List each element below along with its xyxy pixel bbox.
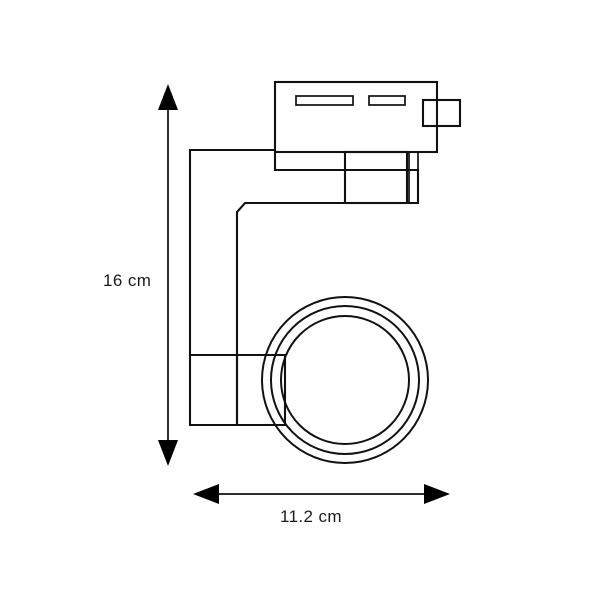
track-contact-slot-1: [295, 95, 354, 106]
lamp-housing-block-right: [235, 353, 287, 427]
lens-head-outer-ring: [261, 296, 429, 464]
lens-head-inner-ring: [280, 315, 410, 445]
width-dimension-label: 11.2 cm: [280, 507, 342, 526]
track-contact-slot-2: [368, 95, 406, 106]
track-adapter-side-tab: [421, 98, 462, 128]
fixture-outline-group: [188, 80, 462, 464]
height-dimension-label: 16 cm: [103, 271, 151, 290]
width-arrow-head-right: [424, 484, 450, 504]
lamp-housing-block-left: [188, 353, 239, 427]
height-arrow-head-bottom: [158, 440, 178, 466]
track-adapter-block: [273, 80, 439, 154]
swivel-joint-end-cap: [408, 151, 419, 204]
width-dimension-group: 11.2 cm: [193, 484, 450, 526]
swivel-joint-block: [343, 150, 409, 205]
height-arrow-head-top: [158, 84, 178, 110]
height-dimension-group: 16 cm: [103, 84, 178, 466]
l-shaped-arm-outline: [188, 148, 420, 357]
width-arrow-head-left: [193, 484, 219, 504]
lens-head-middle-ring: [270, 305, 420, 455]
